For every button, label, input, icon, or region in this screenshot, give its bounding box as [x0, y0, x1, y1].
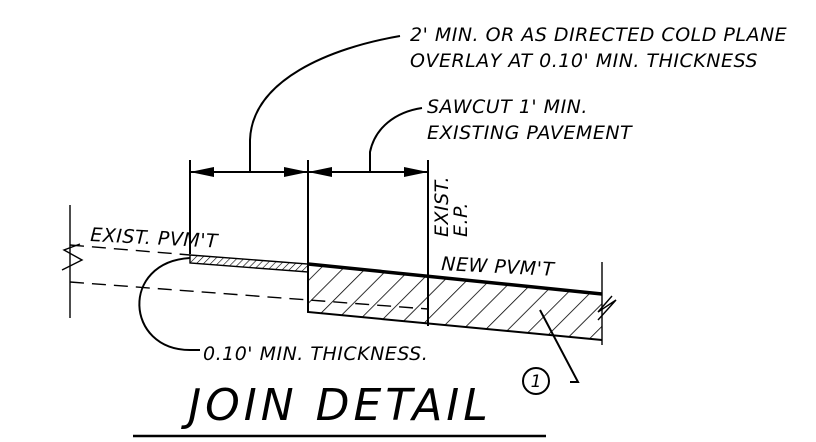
min-thickness-leader: [138, 257, 200, 351]
sawcut-leader: [369, 107, 423, 172]
min-thickness-note: 0.10' MIN. THICKNESS.: [203, 343, 428, 365]
dim-arrow-3: [308, 167, 332, 177]
new-pavement-outline: [307, 264, 603, 341]
detail-tag-circle: [522, 367, 550, 395]
exist-pavement-top-dashed: [69, 244, 191, 256]
new-pavement-section: [308, 264, 602, 340]
exist-pvmt-label: EXIST. PVM'T: [90, 224, 220, 253]
exist-ep-label-line1: EXIST.: [431, 176, 453, 237]
new-pvmt-label: NEW PVM'T: [441, 253, 556, 281]
detail-tag-number: 1: [531, 372, 542, 392]
sawcut-note-line2: EXISTING PAVEMENT: [427, 122, 633, 144]
left-break-mark: [61, 243, 84, 271]
new-pavement-top-edge: [307, 262, 603, 296]
dim-arrow-1: [190, 167, 214, 177]
dim-arrow-2: [284, 167, 308, 177]
detail-title: JOIN DETAIL: [180, 380, 492, 431]
sawcut-note-line1: SAWCUT 1' MIN.: [427, 96, 588, 118]
cold-plane-leader: [249, 35, 401, 172]
overlay-strip: [189, 254, 309, 273]
cold-plane-note-line2: OVERLAY AT 0.10' MIN. THICKNESS: [410, 50, 758, 72]
exist-ep-label-line2: E.P.: [450, 202, 472, 237]
right-break-mark: [597, 295, 617, 321]
dim-arrow-4: [404, 167, 428, 177]
detail-tag-leader: [539, 309, 580, 383]
cold-plane-note-line1: 2' MIN. OR AS DIRECTED COLD PLANE: [410, 24, 787, 46]
